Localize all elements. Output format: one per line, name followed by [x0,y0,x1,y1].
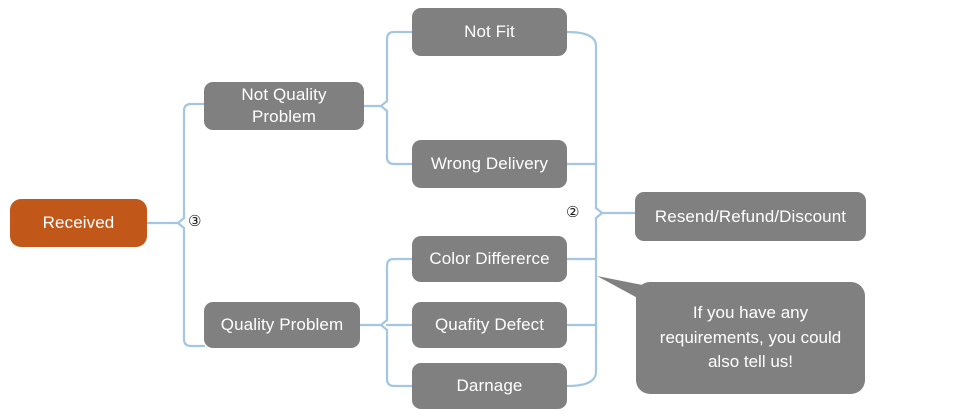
speech-bubble-line1: If you have any [692,303,809,323]
marker-branch-left: ③ [188,212,202,230]
node-received-label: Received [42,213,115,233]
wire-subhub2-to-color [385,257,414,322]
node-not-quality-problem-line2: Problem [251,107,316,126]
wire-hub-notch-bottom [176,221,186,230]
node-color-differerce-label: Color Differerce [429,249,550,269]
wire-notfit-to-right-rail [565,30,598,210]
node-not-quality-problem-line1: Not Quality [241,85,327,105]
wire-hub-notch-top [176,216,186,225]
speech-bubble-line3: also tell us! [707,352,794,372]
wire-subhub2-notch-bottom [379,323,389,332]
node-received[interactable]: Received [10,199,147,247]
node-quafity-defect-label: Quafity Defect [434,315,545,335]
node-quality-problem[interactable]: Quality Problem [204,302,360,348]
marker-branch-right: ② [566,203,580,221]
wire-hub-to-quality [182,226,206,348]
node-resend-refund-discount-label: Resend/Refund/Discount [654,206,847,226]
wire-subhub1-notch-top [379,99,389,108]
node-color-differerce[interactable]: Color Differerce [412,236,567,282]
node-darnage-label: Darnage [456,376,523,396]
wire-hub-to-not-quality [182,102,206,220]
node-wrong-delivery[interactable]: Wrong Delivery [412,140,567,188]
node-not-fit-label: Not Fit [464,22,515,42]
node-darnage[interactable]: Darnage [412,363,567,409]
node-not-quality-problem-label: Not Quality Problem [241,84,326,128]
wire-subhub1-notch-bottom [379,104,389,113]
wire-right-hub-notch-top [594,206,604,215]
node-wrong-delivery-label: Wrong Delivery [430,154,549,174]
node-quality-problem-label: Quality Problem [220,315,344,335]
node-quafity-defect[interactable]: Quafity Defect [412,302,567,348]
wire-darnage-to-right-rail [565,216,598,388]
node-resend-refund-discount[interactable]: Resend/Refund/Discount [635,192,866,241]
wire-subhub2-notch-top [379,318,389,327]
node-not-quality-problem[interactable]: Not Quality Problem [204,82,364,130]
wire-subhub2-to-darnage [385,328,414,388]
speech-bubble-line2: requirements, you could [659,327,842,347]
speech-bubble-text: If you have any requirements, you could … [660,301,841,375]
wire-subhub1-to-notfit [385,30,414,103]
wire-subhub1-to-wrongdelivery [385,109,414,166]
speech-bubble-requirements[interactable]: If you have any requirements, you could … [636,282,865,394]
wire-right-hub-notch-bottom [594,211,604,220]
node-not-fit[interactable]: Not Fit [412,8,567,56]
